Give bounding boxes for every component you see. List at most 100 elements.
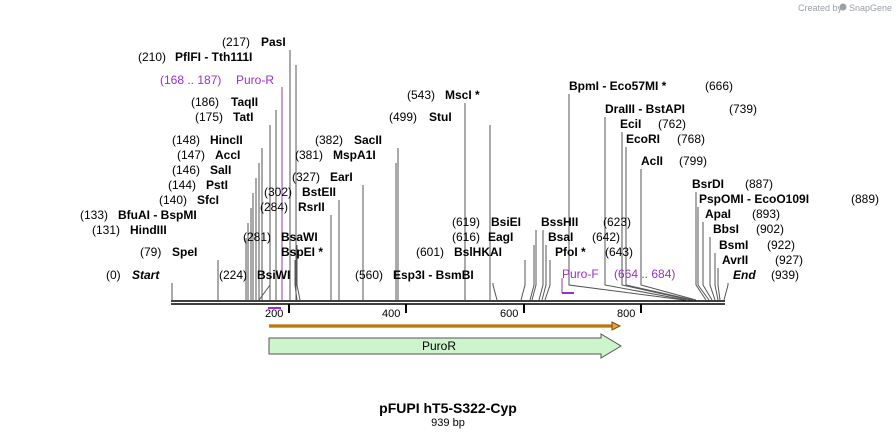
site-position: (382) xyxy=(315,133,343,147)
site-position: (799) xyxy=(679,154,707,168)
site-msci-543[interactable]: (543) MscI * xyxy=(407,88,480,102)
site-bslhkai-601[interactable]: (601)BslHKAI xyxy=(416,245,502,259)
site-position: (666) xyxy=(705,79,733,93)
site-name: SpeI xyxy=(172,245,197,259)
site-hincii-148[interactable]: (148)HincII xyxy=(172,133,243,147)
axis: 200 400 600 800 xyxy=(265,304,642,320)
primer-range: (664 .. 684) xyxy=(614,267,675,281)
primer-range: (168 .. 187) xyxy=(160,73,221,87)
site-sali-146[interactable]: (146)SalI xyxy=(172,163,231,177)
site-position: (902) xyxy=(756,222,784,236)
site-position: (146) xyxy=(172,163,200,177)
site-psti-144[interactable]: (144)PstI xyxy=(168,178,228,192)
site-name: PspOMI - EcoO109I xyxy=(699,192,809,206)
site-spei-79[interactable]: (79)SpeI xyxy=(140,245,197,259)
site-leader-line xyxy=(258,283,271,301)
site-psp-889[interactable]: (889)PspOMI - EcoO109I xyxy=(699,192,879,206)
site-esp3i-560[interactable]: (560)Esp3I - BsmBI xyxy=(355,268,474,282)
site-avrii-927[interactable]: (927)AvrII xyxy=(722,253,803,267)
site-bsiwi-224[interactable]: (224)BsiWI xyxy=(219,268,290,282)
site-bsrdi-887[interactable]: (887) BsrDI xyxy=(692,177,773,191)
site-start-0[interactable]: (0)Start xyxy=(106,268,160,282)
site-position: (619) xyxy=(452,215,480,229)
site-position: (927) xyxy=(775,253,803,267)
feature-label: PuroR xyxy=(422,339,456,353)
site-position: (939) xyxy=(771,268,799,282)
site-leader-line xyxy=(541,245,547,301)
site-apai-893[interactable]: (893)ApaI xyxy=(705,207,780,221)
site-bsteii-302[interactable]: (302) BstEII xyxy=(264,185,336,199)
tick-label: 400 xyxy=(382,308,400,320)
site-name: PasI xyxy=(261,35,286,49)
site-leader-line xyxy=(702,222,713,301)
site-position: (642) xyxy=(592,230,620,244)
site-name: PflFI - Tth111I xyxy=(175,50,252,64)
site-end-939[interactable]: (939)End xyxy=(733,268,799,282)
site-name: BfuAI - BspMI xyxy=(118,208,197,222)
site-name: BsrDI xyxy=(692,177,724,191)
site-tati-175[interactable]: (175)TatI xyxy=(195,110,253,124)
site-taqii-186[interactable]: (186)TaqII xyxy=(191,95,258,109)
site-bspei-281[interactable]: BspEI * xyxy=(281,245,323,259)
site-leader-line xyxy=(695,192,707,301)
site-sfci-140[interactable]: (140)SfcI xyxy=(159,193,219,207)
primer-name: Puro-F xyxy=(562,267,599,281)
site-name: BsaWI xyxy=(281,230,318,244)
site-draiii-739[interactable]: (739)DraIII - BstAPI xyxy=(605,102,757,116)
site-position: (543) xyxy=(407,88,435,102)
site-pasi-217[interactable]: (217) PasI xyxy=(222,35,286,49)
site-labels: (939)End(927)AvrII(922)BsmI (902)BbsI(893… xyxy=(80,35,879,282)
site-name: EcoRI xyxy=(626,132,660,146)
site-position: (147) xyxy=(177,148,205,162)
site-name: ApaI xyxy=(705,207,731,221)
brand-mark: Created by SnapGene xyxy=(798,3,892,13)
brand-name: SnapGene xyxy=(849,3,892,13)
site-bbsi-902[interactable]: (902)BbsI xyxy=(713,222,784,236)
site-bpmi-666[interactable]: (666)BpmI - Eco57MI * xyxy=(569,79,733,93)
site-rsrii-284[interactable]: (284)RsrII xyxy=(260,200,325,214)
site-name: AclI xyxy=(641,154,663,168)
site-bsiei-619[interactable]: (619) BsiEI xyxy=(452,215,521,229)
site-name: BstEII xyxy=(302,185,336,199)
feature-puror[interactable]: PuroR xyxy=(268,333,622,359)
site-name: SacII xyxy=(354,133,382,147)
site-sacii-382[interactable]: (382) SacII xyxy=(315,133,382,147)
site-acci-147[interactable]: (147)AccI xyxy=(177,148,240,162)
site-acli-799[interactable]: (799) AclI xyxy=(641,154,707,168)
primer-puro-r[interactable]: (168 .. 187) Puro-R xyxy=(160,73,283,309)
site-name: Start xyxy=(132,268,160,282)
site-bsai-642[interactable]: (642)BsaI xyxy=(548,230,620,244)
site-pfoi-643[interactable]: (643)PfoI * xyxy=(555,245,633,259)
site-bsawi-281[interactable]: (281)BsaWI xyxy=(243,230,318,244)
site-bsmi-922[interactable]: (922)BsmI xyxy=(719,238,795,252)
site-name: PstI xyxy=(206,178,228,192)
site-bsshii-623[interactable]: (623)BssHII xyxy=(541,215,631,229)
site-name: HindIII xyxy=(130,223,167,237)
site-name: EciI xyxy=(620,117,641,131)
site-mspa1i-381[interactable]: (381)MspA1I xyxy=(295,148,376,162)
site-leader-line xyxy=(529,245,535,301)
site-name: MscI * xyxy=(445,88,480,102)
site-name: BsiEI xyxy=(491,215,521,229)
site-position: (148) xyxy=(172,133,200,147)
site-stui-499[interactable]: (499)StuI xyxy=(389,110,452,124)
site-ecori-768[interactable]: (768) EcoRI xyxy=(626,132,705,146)
site-hindiii-131[interactable]: (131)HindIII xyxy=(92,223,167,237)
site-ecii-762[interactable]: (762)EciI xyxy=(620,117,686,131)
site-pflfi-210[interactable]: (210) PflFI - Tth111I xyxy=(138,50,252,64)
site-position: (887) xyxy=(745,177,773,191)
primer-puro-f[interactable]: Puro-F (664 .. 684) xyxy=(561,267,675,294)
site-leader-line xyxy=(714,253,719,301)
site-position: (217) xyxy=(222,35,250,49)
site-name: DraIII - BstAPI xyxy=(605,102,685,116)
site-position: (499) xyxy=(389,110,417,124)
site-bfuai-133[interactable]: (133)BfuAI - BspMI xyxy=(80,208,197,222)
site-name: TatI xyxy=(233,110,253,124)
site-eari-327[interactable]: (327)EarI xyxy=(292,170,353,184)
site-eagi-616[interactable]: (616)EagI xyxy=(452,230,513,244)
site-position: (210) xyxy=(138,50,166,64)
site-name: BspEI * xyxy=(281,245,323,259)
site-position: (768) xyxy=(677,132,705,146)
site-position: (302) xyxy=(264,185,292,199)
